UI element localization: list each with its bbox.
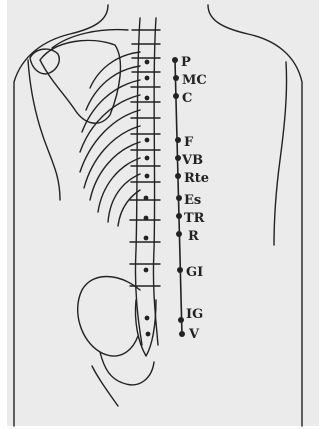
spine-dots bbox=[144, 60, 151, 337]
point-dot bbox=[172, 57, 178, 63]
point-label: IG bbox=[186, 307, 203, 322]
point-label: V bbox=[188, 327, 200, 342]
point-dot bbox=[173, 75, 179, 81]
point-label: GI bbox=[186, 265, 203, 280]
point-dot bbox=[175, 173, 181, 179]
right-arm-contour bbox=[274, 62, 287, 245]
pelvis-lower bbox=[100, 352, 154, 385]
clavicle bbox=[52, 30, 128, 48]
point-label: Es bbox=[184, 193, 201, 208]
point-label: F bbox=[184, 135, 194, 150]
point-es: Es bbox=[176, 193, 201, 208]
point-dot bbox=[176, 213, 182, 219]
point-label: C bbox=[182, 91, 192, 106]
point-dot bbox=[173, 93, 179, 99]
sacrum bbox=[135, 300, 156, 356]
rib bbox=[108, 174, 140, 222]
pelvis-left bbox=[78, 277, 140, 357]
point-dot bbox=[179, 331, 185, 337]
shoulder-joint bbox=[30, 49, 59, 74]
point-dot bbox=[178, 317, 184, 323]
point-rte: Rte bbox=[175, 171, 209, 186]
point-label: R bbox=[188, 229, 199, 244]
point-vb: VB bbox=[175, 153, 203, 168]
point-tr: TR bbox=[176, 211, 205, 226]
point-dot bbox=[176, 231, 182, 237]
point-dot bbox=[177, 267, 183, 273]
point-label: P bbox=[181, 55, 191, 70]
point-label: TR bbox=[184, 211, 205, 226]
point-label: MC bbox=[182, 73, 207, 88]
point-label: Rte bbox=[184, 171, 209, 186]
body-outline-right bbox=[208, 5, 302, 426]
left-arm-contour bbox=[28, 60, 60, 200]
point-mc: MC bbox=[173, 73, 207, 88]
point-label: VB bbox=[181, 153, 203, 168]
point-dot bbox=[175, 137, 181, 143]
femur-head bbox=[92, 366, 118, 406]
point-dot bbox=[175, 155, 181, 161]
point-dot bbox=[176, 195, 182, 201]
